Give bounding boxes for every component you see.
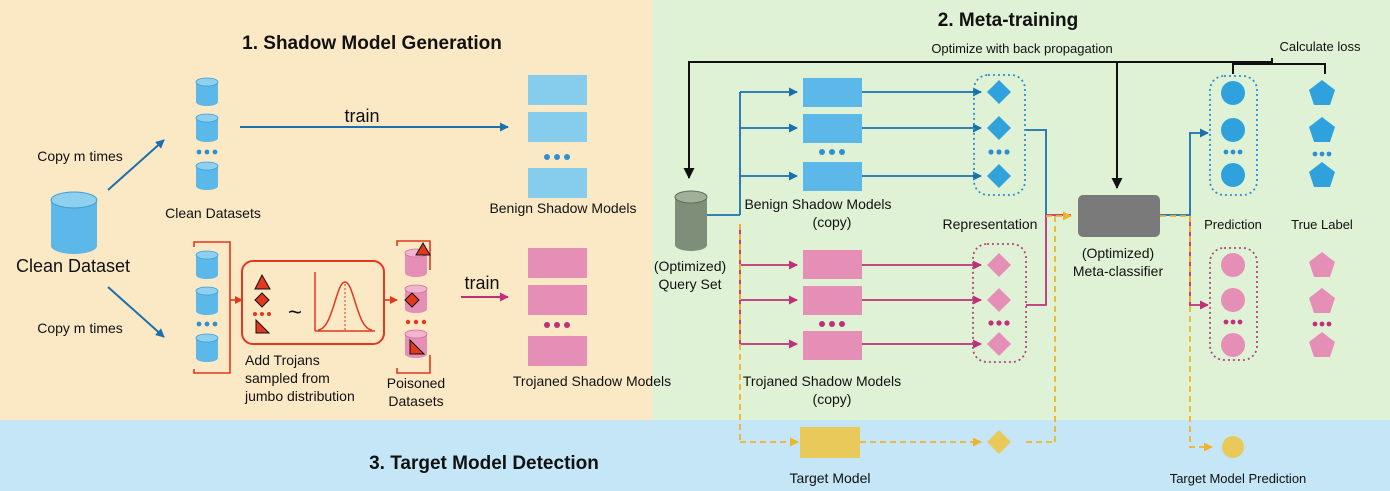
benign-predictions <box>1209 75 1258 196</box>
copy-arrow-bottom <box>107 286 165 338</box>
trojaned-shadow-models-label: Trojaned Shadow Models <box>513 373 671 389</box>
red-bracket-in <box>193 241 243 374</box>
trojaned-copy-models <box>803 250 862 360</box>
backprop-feedback-lines <box>683 58 1326 189</box>
trojan-sampler-box: ~ <box>241 260 385 345</box>
true-label-label: True Label <box>1291 217 1353 232</box>
benign-shadow-models-stack <box>528 75 587 198</box>
meta-classifier-label-2: Meta-classifier <box>1073 263 1164 279</box>
target-prediction-label: Target Model Prediction <box>1170 471 1307 486</box>
benign-shadow-models-label: Benign Shadow Models <box>489 200 636 216</box>
query-to-benign-lines <box>707 87 798 216</box>
target-model-label: Target Model <box>790 470 871 486</box>
meta-to-prediction-lines <box>1160 128 1213 452</box>
target-model-box <box>800 427 860 458</box>
target-prediction <box>1222 436 1244 458</box>
target-representation <box>987 430 1011 454</box>
section-title-target: 3. Target Model Detection <box>369 453 599 474</box>
representation-label: Representation <box>943 216 1038 232</box>
section-title-meta: 2. Meta-training <box>938 10 1078 31</box>
benign-copy-label-1: Benign Shadow Models <box>744 196 891 212</box>
clean-dataset-icon <box>50 191 98 254</box>
representation-to-meta-lines <box>1026 129 1072 443</box>
query-set-icon <box>674 190 708 251</box>
clean-datasets-stack <box>195 77 219 191</box>
trojan-true-labels <box>1309 252 1335 357</box>
trojaned-shadow-models-stack <box>528 248 587 366</box>
tilde-symbol: ~ <box>288 299 302 326</box>
benign-copy-label-2: (copy) <box>813 214 852 230</box>
train-label-top: train <box>344 106 379 126</box>
trojan-representations <box>972 243 1027 363</box>
clean-dataset-label: Clean Dataset <box>16 256 130 276</box>
clean-datasets-label: Clean Datasets <box>165 205 261 221</box>
target-detection-panel <box>0 420 1390 491</box>
copy-label-top: Copy m times <box>37 148 123 164</box>
poisoned-label-1: Poisoned <box>387 375 445 391</box>
add-trojans-label-2: sampled from <box>245 370 330 386</box>
clean-datasets-stack-bottom <box>195 250 219 363</box>
calculate-loss-label: Calculate loss <box>1280 39 1361 54</box>
benign-representations <box>973 74 1026 196</box>
benign-true-labels <box>1309 80 1335 187</box>
add-trojans-label-1: Add Trojans <box>245 352 320 368</box>
poisoned-label-2: Datasets <box>388 393 443 409</box>
query-set-label-1: (Optimized) <box>654 258 726 274</box>
benign-copy-models <box>803 78 862 191</box>
meta-classifier-box <box>1078 195 1160 237</box>
trojaned-copy-label-1: Trojaned Shadow Models <box>743 373 901 389</box>
poisoned-datasets-stack <box>396 240 431 374</box>
trojaned-copy-label-2: (copy) <box>813 391 852 407</box>
query-set-label-2: Query Set <box>658 276 721 292</box>
add-trojans-label-3: jumbo distribution <box>244 388 355 404</box>
trojan-predictions <box>1209 247 1258 361</box>
train-label-bottom: train <box>464 273 499 293</box>
meta-classifier-label-1: (Optimized) <box>1082 245 1154 261</box>
copy-arrow-top <box>107 139 165 191</box>
backprop-label: Optimize with back propagation <box>931 41 1112 56</box>
trojan-to-representation-lines <box>862 260 982 349</box>
copy-label-bottom: Copy m times <box>37 320 123 336</box>
meta-training-panel <box>652 0 1390 420</box>
prediction-label: Prediction <box>1204 217 1262 232</box>
section-title-shadow: 1. Shadow Model Generation <box>242 33 502 54</box>
benign-to-representation-lines <box>862 87 982 181</box>
